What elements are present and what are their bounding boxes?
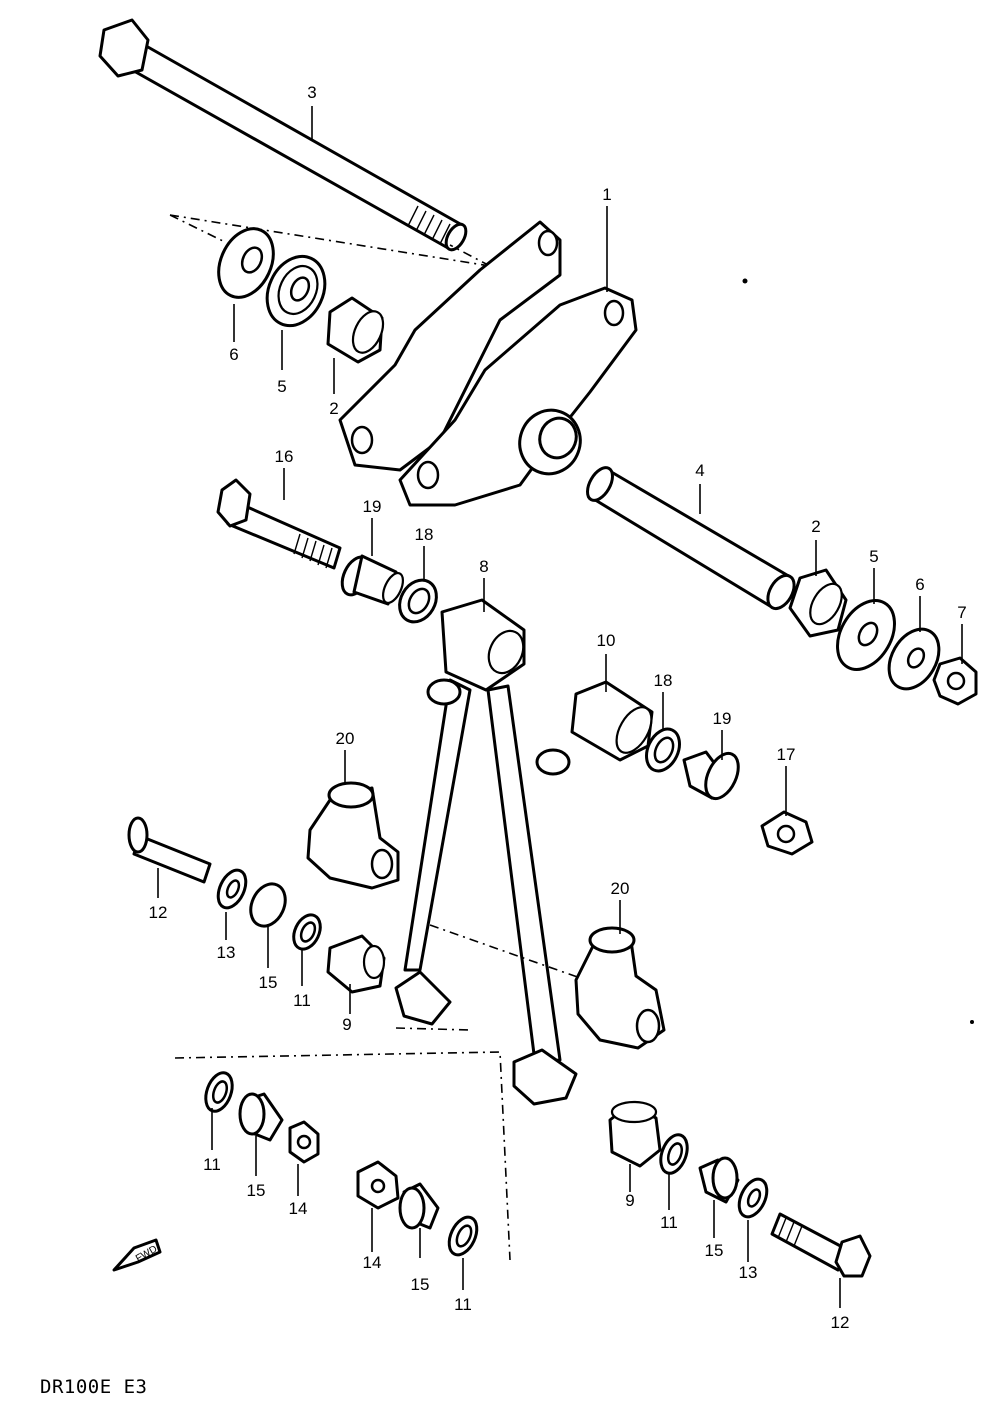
part-19-collar-upper [340,554,405,606]
part-3-long-bolt [98,18,468,252]
fwd-direction-marker: FWD [112,1238,162,1272]
callout-11: 11 [293,991,311,1010]
part-5-seal-upper [265,254,327,328]
part-2-bearing-lower [788,568,848,638]
part-4-spacer [586,466,796,611]
callout-8: 8 [479,557,488,576]
part-11-ring-right [659,1133,689,1175]
callout-18: 18 [415,525,434,544]
part-18-seal-upper [398,578,438,624]
callout-13: 13 [739,1263,758,1282]
part-15-collar-right [698,1156,740,1204]
callout-14: 14 [363,1253,382,1272]
callout-15: 15 [411,1275,430,1294]
part-18-seal-lower [645,727,681,773]
callout-3: 3 [307,83,316,102]
part-14-nut-lower-left [288,1120,320,1164]
callout-20: 20 [611,879,630,898]
callout-17: 17 [777,745,796,764]
part-20-joint-right [574,926,666,1050]
callout-16: 16 [275,447,294,466]
callout-6: 6 [229,345,238,364]
axis-line-rod [395,924,601,1031]
callout-11: 11 [454,1295,472,1314]
speck-mark [970,1020,974,1024]
callout-19: 19 [363,497,382,516]
model-code-label: DR100E E3 [40,1376,148,1398]
callout-2: 2 [811,517,820,536]
part-9-spacer-right [608,1100,662,1168]
callout-15: 15 [259,973,278,992]
part-5-seal-lower [836,599,896,671]
callout-9: 9 [625,1191,634,1210]
callout-5: 5 [869,547,878,566]
part-2-bearing-upper [326,296,385,364]
axis-line-lower [174,1051,511,1261]
part-12-bolt-left [127,816,212,884]
part-17-nut [760,810,814,856]
part-9-spacer-left [326,934,386,994]
part-16-bolt [216,478,342,570]
part-8-cushion-rod [394,598,578,1106]
callout-labels: 3 1 6 5 2 16 19 18 8 4 2 5 6 7 10 18 19 … [149,83,967,1332]
part-19-collar-lower [682,750,740,801]
callout-7: 7 [957,603,966,622]
callout-11: 11 [203,1155,221,1174]
callout-11: 11 [660,1213,678,1232]
callout-18: 18 [654,671,673,690]
callout-15: 15 [247,1181,266,1200]
callout-5: 5 [277,377,286,396]
part-20-joint-left [306,781,400,890]
part-11-ring-left [292,913,322,951]
callout-1: 1 [602,185,611,204]
callout-13: 13 [217,943,236,962]
callout-12: 12 [831,1313,850,1332]
callout-2: 2 [329,399,338,418]
part-15-collar-left [249,882,287,928]
speck-mark [742,278,748,284]
callout-20: 20 [336,729,355,748]
callout-19: 19 [713,709,732,728]
part-15-collar-lower-left [238,1092,284,1142]
part-6-washer-upper [217,227,275,299]
part-7-nut [932,656,978,706]
callout-10: 10 [597,631,616,650]
part-11-ring-lower-left [204,1071,234,1113]
part-15-collar-bottom [398,1182,440,1230]
part-6-washer-lower [887,627,941,691]
callout-12: 12 [149,903,168,922]
part-13-washer-right [737,1177,769,1219]
axis-line-upper [169,214,491,267]
callout-9: 9 [342,1015,351,1034]
part-13-washer-left [216,868,248,910]
part-14-nut-bottom [356,1160,400,1210]
leader-lines [157,106,963,1308]
part-10-spacer [570,680,654,762]
part-12-bolt-right [770,1212,872,1278]
callout-14: 14 [289,1199,308,1218]
part-1-cushion-lever [338,220,638,507]
part-11-ring-bottom [447,1215,479,1257]
callout-15: 15 [705,1241,724,1260]
callout-6: 6 [915,575,924,594]
callout-4: 4 [695,461,704,480]
